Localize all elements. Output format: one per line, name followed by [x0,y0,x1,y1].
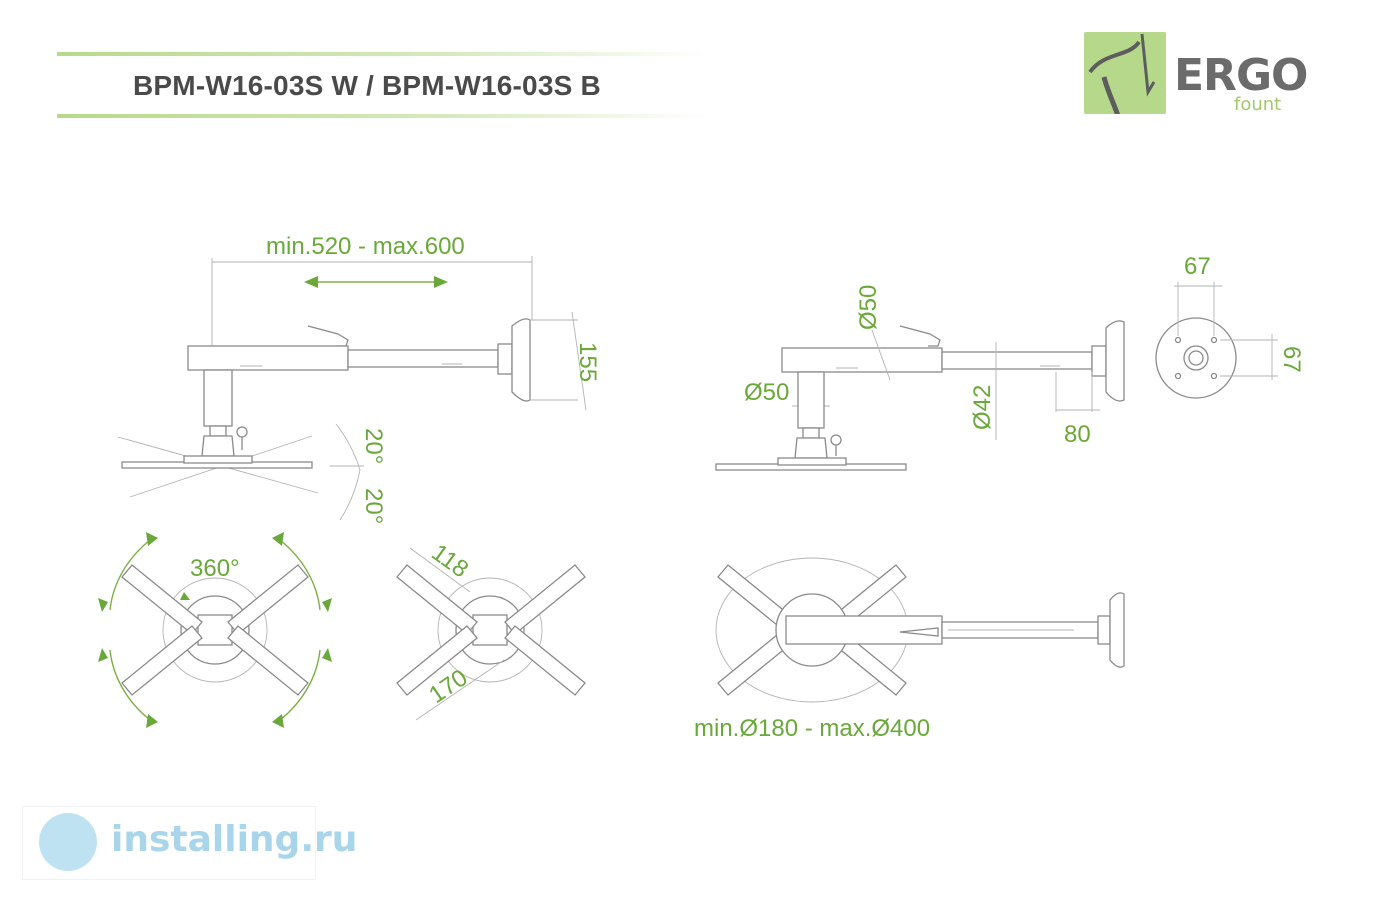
bottom-view-rotation [98,532,332,728]
label-plate-height: 67 [1278,346,1305,373]
label-tilt-down: 20° [360,488,387,524]
top-view-extension [715,557,1125,703]
bottom-view-arms [396,547,586,721]
side-view-right [715,320,1125,471]
logo-subbrand: fount [1234,94,1282,115]
header-rule-top [57,52,707,56]
label-arm-short: 118 [426,539,473,583]
label-tube-diameter-top: Ø50 [855,285,882,330]
wall-plate-front [1155,282,1278,399]
header-rule-bottom [57,114,707,118]
label-inner-tube-diameter: Ø42 [969,385,996,430]
label-tube-offset: 80 [1064,421,1091,448]
label-tilt-up: 20° [360,428,387,464]
logo-mark [1084,32,1166,133]
label-plate-width: 67 [1184,253,1211,280]
label-tube-diameter-side: Ø50 [744,379,789,406]
page-title: BPM-W16-03S W / BPM-W16-03S B [133,70,601,101]
label-wall-plate-height: 155 [574,342,601,382]
watermark-text: installing.ru [111,819,358,860]
logo-brand: ERGO [1174,50,1308,101]
label-rotation: 360° [190,555,240,582]
watermark: installing.ru [22,806,357,880]
ergofount-logo: ERGO fount [1082,28,1308,138]
label-bracket-range: min.Ø180 - max.Ø400 [694,715,930,742]
label-extension-range: min.520 - max.600 [266,233,465,260]
watermark-logo-icon [39,813,97,871]
side-view-left [117,256,587,521]
